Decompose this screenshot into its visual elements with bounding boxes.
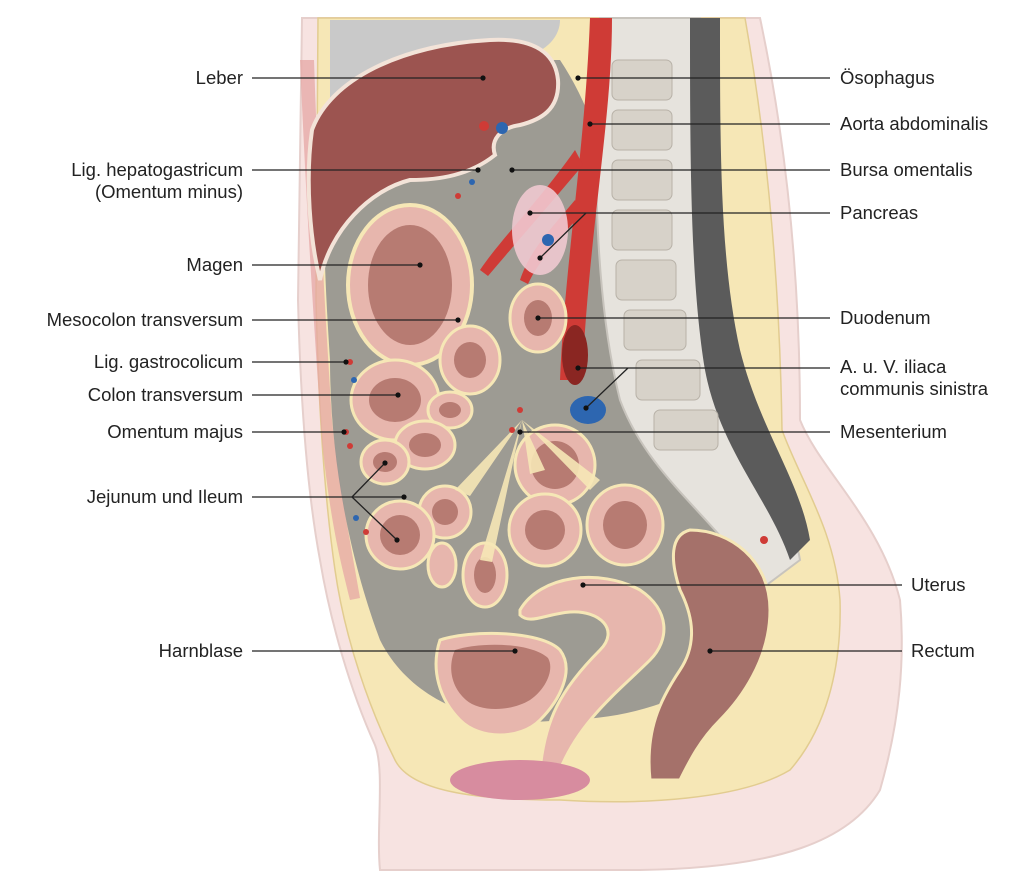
label-iliaca-communis: A. u. V. iliaca communis sinistra <box>840 356 989 399</box>
label-mesenterium: Mesenterium <box>840 421 947 442</box>
leader-pancreas-b <box>539 212 587 259</box>
leader-jejunum-a <box>351 462 386 498</box>
label-jejunum-ileum: Jejunum und Ileum <box>86 486 243 507</box>
leader-lines <box>252 77 902 652</box>
small-vessels <box>343 121 768 544</box>
liver <box>306 37 561 281</box>
label-duodenum: Duodenum <box>840 307 931 328</box>
label-leber: Leber <box>195 67 243 88</box>
label-lig-gastrocolicum: Lig. gastrocolicum <box>93 351 243 372</box>
iliac-vein <box>570 396 606 424</box>
label-aorta-abdominalis: Aorta abdominalis <box>840 113 989 134</box>
bladder-lumen <box>451 644 551 709</box>
mesentery-fan <box>455 420 600 562</box>
iliac-artery <box>562 325 588 385</box>
aorta <box>560 18 612 380</box>
rectum <box>647 528 772 782</box>
label-omentum-majus: Omentum majus <box>107 421 243 442</box>
label-rectum: Rectum <box>911 640 975 661</box>
leader-jejunum-c <box>351 496 398 541</box>
label-pancreas: Pancreas <box>840 202 919 223</box>
spine <box>595 17 810 592</box>
label-oesophagus: Ösophagus <box>840 67 935 88</box>
label-mesocolon-transversum: Mesocolon transversum <box>46 309 243 330</box>
label-uterus: Uterus <box>911 574 966 595</box>
label-magen: Magen <box>186 254 243 275</box>
pancreas <box>512 185 568 275</box>
label-colon-transversum: Colon transversum <box>87 384 243 405</box>
perineum <box>450 760 590 800</box>
label-lig-hepatogastricum: Lig. hepatogastricum (Omentum minus) <box>71 159 243 202</box>
uterus <box>518 575 666 772</box>
label-bursa-omentalis: Bursa omentalis <box>840 159 973 180</box>
leader-iliaca-b <box>585 367 629 409</box>
label-harnblase: Harnblase <box>158 640 243 661</box>
leader-dots <box>341 75 713 654</box>
